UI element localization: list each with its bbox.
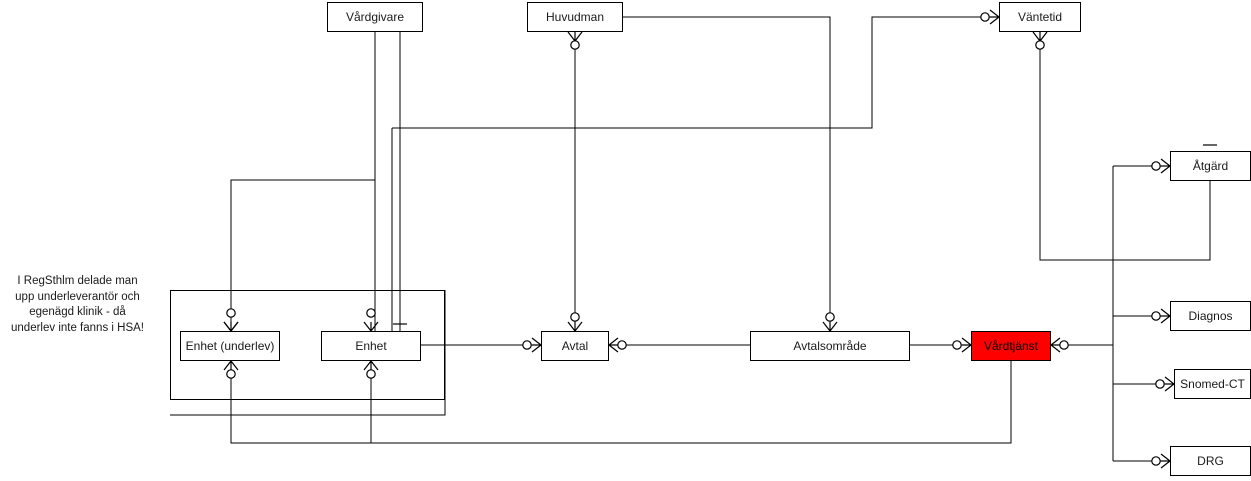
entity-label-avtalsomrade: Avtalsområde bbox=[793, 339, 867, 353]
entity-label-drg: DRG bbox=[1197, 454, 1224, 468]
wire-vardgivare-enhet-right bbox=[399, 16, 423, 331]
entity-enhet-underlev[interactable]: Enhet (underlev) bbox=[180, 331, 280, 361]
note-line-2: upp underleverantör och bbox=[15, 290, 140, 303]
entity-enhet[interactable]: Enhet bbox=[321, 331, 421, 361]
wire-group-loop bbox=[170, 290, 446, 416]
entity-vantetid[interactable]: Väntetid bbox=[999, 2, 1081, 32]
wire-vantetid-atgard bbox=[1039, 32, 1211, 261]
entity-label-snomed-ct: Snomed-CT bbox=[1180, 377, 1245, 391]
symbol-optional-circle bbox=[226, 308, 236, 318]
entity-atgard[interactable]: Åtgärd bbox=[1170, 151, 1251, 181]
entity-label-vantetid: Väntetid bbox=[1017, 10, 1063, 24]
enhet-group-box bbox=[170, 290, 445, 400]
wire-huvudman-vantetid bbox=[392, 16, 999, 129]
entity-avtalsomrade[interactable]: Avtalsområde bbox=[750, 331, 910, 361]
wire-vardtjanst-bottom-bus bbox=[230, 361, 1012, 444]
entity-vardgivare[interactable]: Vårdgivare bbox=[327, 2, 423, 32]
entity-avtal[interactable]: Avtal bbox=[541, 331, 609, 361]
entity-label-enhet: Enhet bbox=[355, 339, 387, 353]
entity-label-avtal: Avtal bbox=[561, 339, 589, 353]
entity-diagnos[interactable]: Diagnos bbox=[1170, 301, 1251, 331]
entity-label-atgard: Åtgärd bbox=[1192, 159, 1229, 173]
note-line-1: I RegSthlm delade man bbox=[17, 275, 138, 287]
note-line-3: egenägd klinik - då bbox=[29, 306, 126, 319]
entity-drg[interactable]: DRG bbox=[1170, 446, 1251, 476]
entity-huvudman[interactable]: Huvudman bbox=[527, 2, 623, 32]
entity-snomed-ct[interactable]: Snomed-CT bbox=[1174, 369, 1251, 399]
entity-label-vardgivare: Vårdgivare bbox=[345, 10, 405, 24]
note-line-4: underlev inte fanns i HSA! bbox=[11, 321, 144, 334]
entity-label-huvudman: Huvudman bbox=[545, 10, 605, 24]
entity-vardtjanst[interactable]: Vårdtjänst bbox=[971, 331, 1051, 361]
entity-label-diagnos: Diagnos bbox=[1188, 309, 1233, 323]
annotation-note: I RegSthlm delade man upp underleverantö… bbox=[0, 274, 155, 336]
wire-vardgivare-enhet-underlev bbox=[230, 179, 375, 331]
entity-label-vardtjanst: Vårdtjänst bbox=[983, 339, 1039, 353]
wire-huvudman-avtalsomrade bbox=[623, 16, 831, 331]
entity-label-enhet-underlev: Enhet (underlev) bbox=[185, 339, 275, 353]
